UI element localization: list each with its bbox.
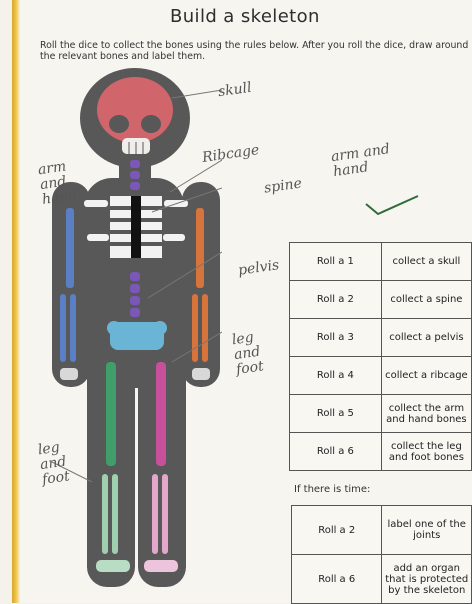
label-pelvis: pelvis <box>237 257 280 279</box>
roll-cell: Roll a 1 <box>290 243 382 281</box>
label-arm-hand-right: arm and hand <box>330 142 394 180</box>
action-cell: collect the leg and foot bones <box>381 433 471 471</box>
roll-cell: Roll a 2 <box>292 506 382 555</box>
pelvis <box>107 321 167 350</box>
action-cell: collect a pelvis <box>381 319 471 357</box>
roll-cell: Roll a 6 <box>292 555 382 604</box>
action-cell: collect the arm and hand bones <box>381 395 471 433</box>
roll-cell: Roll a 4 <box>290 357 382 395</box>
table-row: Roll a 6 add an organ that is protected … <box>292 555 472 604</box>
extra-rules-table: Roll a 2 label one of the joints Roll a … <box>291 505 472 604</box>
table-row: Roll a 5 collect the arm and hand bones <box>290 395 472 433</box>
action-cell: collect a skull <box>381 243 471 281</box>
action-cell: label one of the joints <box>382 506 472 555</box>
dice-rules-table: Roll a 1 collect a skull Roll a 2 collec… <box>289 242 472 471</box>
binder-edge <box>12 0 20 603</box>
table-row: Roll a 4 collect a ribcage <box>290 357 472 395</box>
tick-mark-icon <box>362 192 422 218</box>
table-row: Roll a 6 collect the leg and foot bones <box>290 433 472 471</box>
extra-heading: If there is time: <box>294 484 370 495</box>
page-title: Build a skeleton <box>170 6 320 27</box>
table-row: Roll a 2 collect a spine <box>290 281 472 319</box>
table-row: Roll a 3 collect a pelvis <box>290 319 472 357</box>
label-leg-foot-right: leg and foot <box>231 327 283 378</box>
roll-cell: Roll a 5 <box>290 395 382 433</box>
instructions: Roll the dice to collect the bones using… <box>40 40 472 62</box>
worksheet: Build a skeleton Roll the dice to collec… <box>12 0 472 603</box>
table-row: Roll a 2 label one of the joints <box>292 506 472 555</box>
action-cell: collect a ribcage <box>381 357 471 395</box>
label-leg-foot-left: leg and foot <box>37 437 89 488</box>
label-spine: spine <box>263 175 303 196</box>
roll-cell: Roll a 3 <box>290 319 382 357</box>
table-row: Roll a 1 collect a skull <box>290 243 472 281</box>
label-skull: skull <box>217 80 253 101</box>
label-arm-hand-left: arm and hand <box>37 157 89 208</box>
action-cell: collect a spine <box>381 281 471 319</box>
roll-cell: Roll a 6 <box>290 433 382 471</box>
roll-cell: Roll a 2 <box>290 281 382 319</box>
action-cell: add an organ that is protected by the sk… <box>382 555 472 604</box>
skeleton-diagram <box>32 62 222 592</box>
